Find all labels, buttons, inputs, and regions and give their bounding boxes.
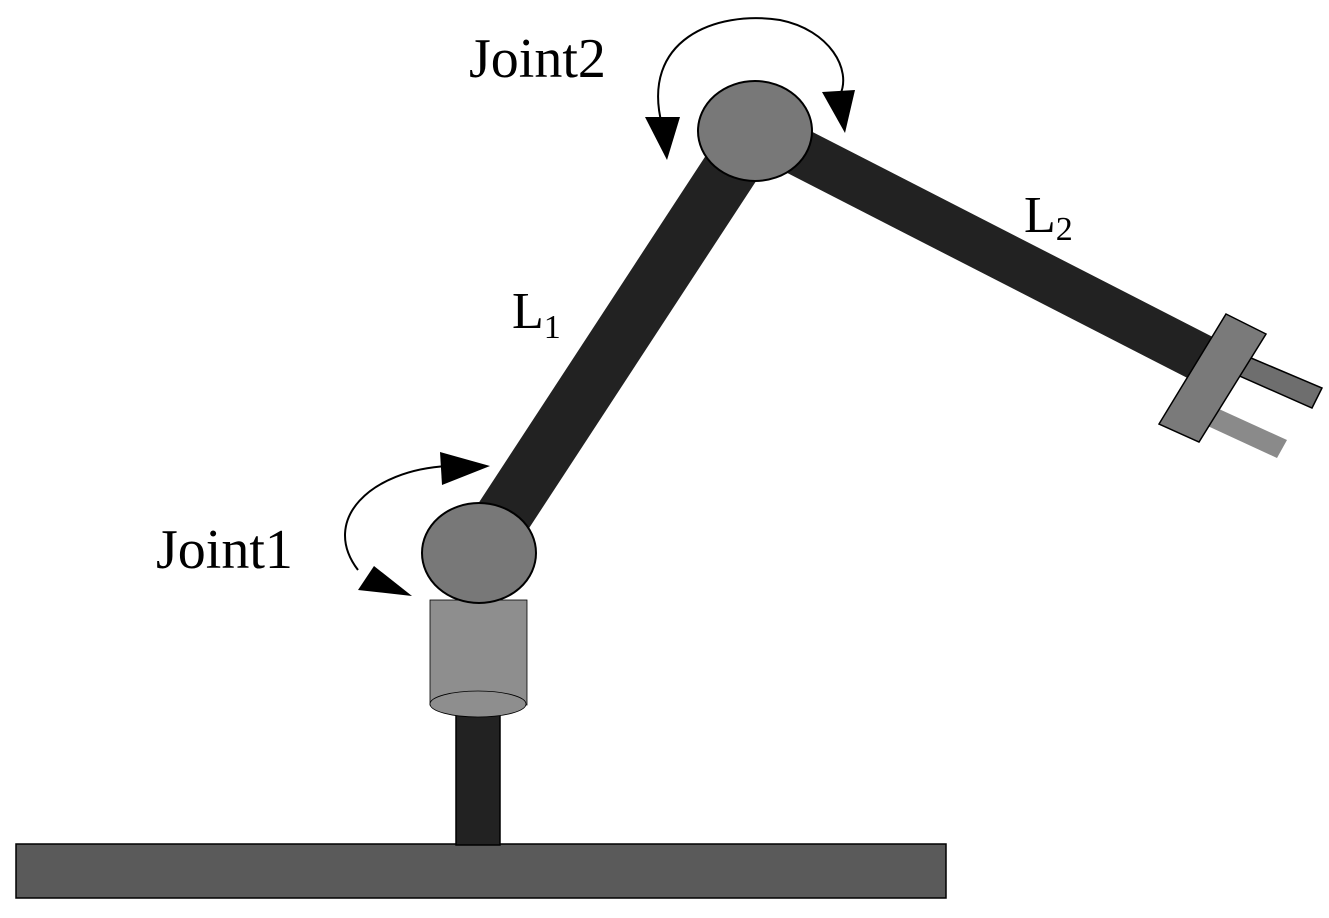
link-2-label: L2 xyxy=(1024,187,1073,248)
pedestal-post xyxy=(455,699,501,846)
link-1-label-sub: 1 xyxy=(544,309,561,346)
gripper-flange xyxy=(1157,313,1268,443)
link-1 xyxy=(456,114,780,568)
joint-1-label: Joint1 xyxy=(156,519,293,581)
gripper-finger-bottom xyxy=(1199,404,1287,458)
joint-1-sphere xyxy=(421,502,537,604)
joint-1-rotation-arrow xyxy=(344,452,490,596)
joint-2-rotation-arrow xyxy=(645,17,855,160)
joint-2-label: Joint2 xyxy=(469,28,606,90)
base-plate xyxy=(15,843,947,899)
link-2-label-main: L xyxy=(1024,187,1056,244)
base-cylinder xyxy=(429,599,528,718)
link-2-label-sub: 2 xyxy=(1056,211,1073,248)
joint-2-sphere xyxy=(697,80,813,182)
link-1-label-main: L xyxy=(512,283,544,340)
link-2 xyxy=(745,108,1216,382)
link-1-label: L1 xyxy=(512,283,561,346)
